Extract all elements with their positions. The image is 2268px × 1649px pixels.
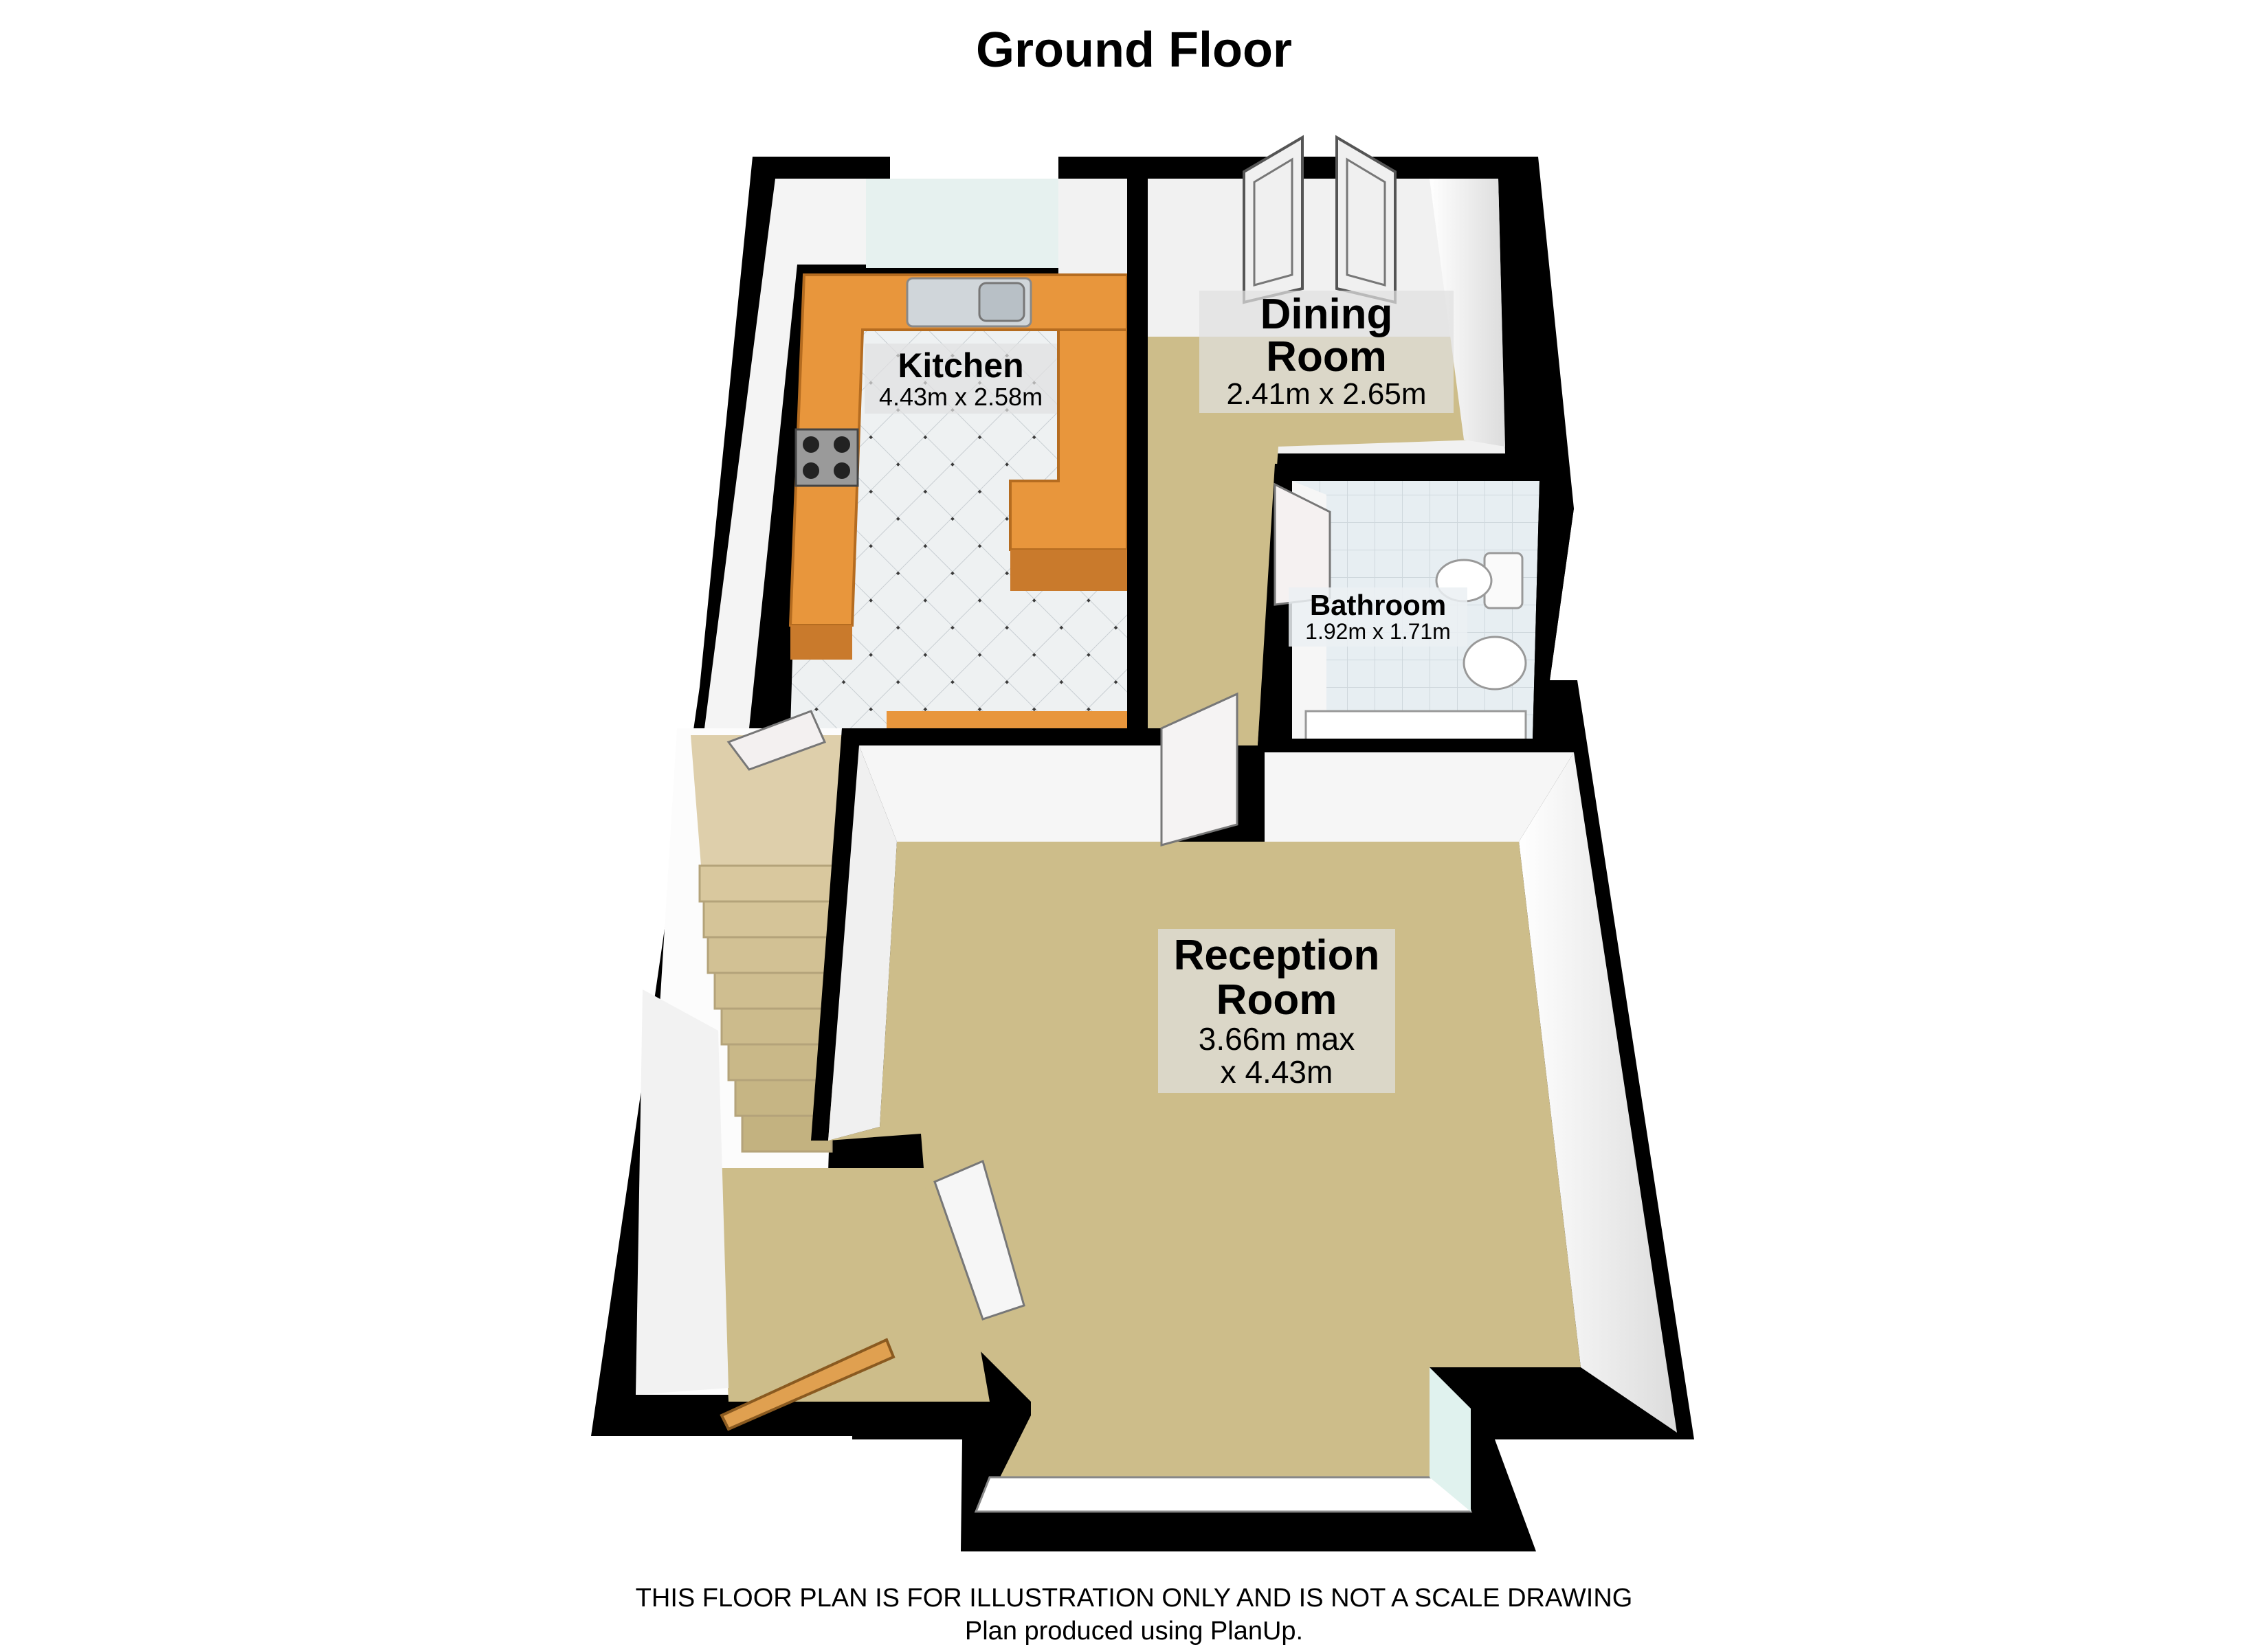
room-name: Reception Room xyxy=(1173,932,1380,1024)
french-doors xyxy=(1243,135,1397,304)
kitchen-sink xyxy=(906,277,1032,328)
room-label-bathroom: Bathroom 1.92m x 1.71m xyxy=(1289,587,1467,647)
reception-door xyxy=(1160,692,1238,846)
disclaimer-text: THIS FLOOR PLAN IS FOR ILLUSTRATION ONLY… xyxy=(635,1584,1633,1613)
room-label-kitchen: Kitchen 4.43m x 2.58m xyxy=(865,344,1057,414)
kitchen-hob xyxy=(794,428,859,487)
room-dimensions: 3.66m max x 4.43m xyxy=(1198,1021,1355,1090)
room-name: Kitchen xyxy=(898,346,1024,385)
hallway xyxy=(636,728,990,1431)
room-label-reception: Reception Room 3.66m max x 4.43m xyxy=(1158,929,1395,1093)
kitchen-door xyxy=(726,710,827,771)
plan-title: Ground Floor xyxy=(976,23,1292,78)
front-door xyxy=(720,1338,896,1431)
room-dimensions: 2.41m x 2.65m xyxy=(1226,377,1427,411)
room-dimensions: 4.43m x 2.58m xyxy=(878,382,1043,411)
room-dimensions: 1.92m x 1.71m xyxy=(1305,619,1451,644)
room-label-dining: Dining Room 2.41m x 2.65m xyxy=(1199,291,1454,414)
bay-window xyxy=(974,1367,1473,1513)
bath-tub xyxy=(1304,710,1527,741)
credit-text: Plan produced using PlanUp. xyxy=(964,1617,1304,1646)
wash-basin xyxy=(1463,636,1527,691)
room-name: Bathroom xyxy=(1309,589,1447,621)
plan-footer: THIS FLOOR PLAN IS FOR ILLUSTRATION ONLY… xyxy=(0,1582,2268,1648)
dining-floor xyxy=(1148,337,1478,745)
room-name: Dining Room xyxy=(1260,291,1393,381)
hall-door xyxy=(933,1159,1025,1321)
